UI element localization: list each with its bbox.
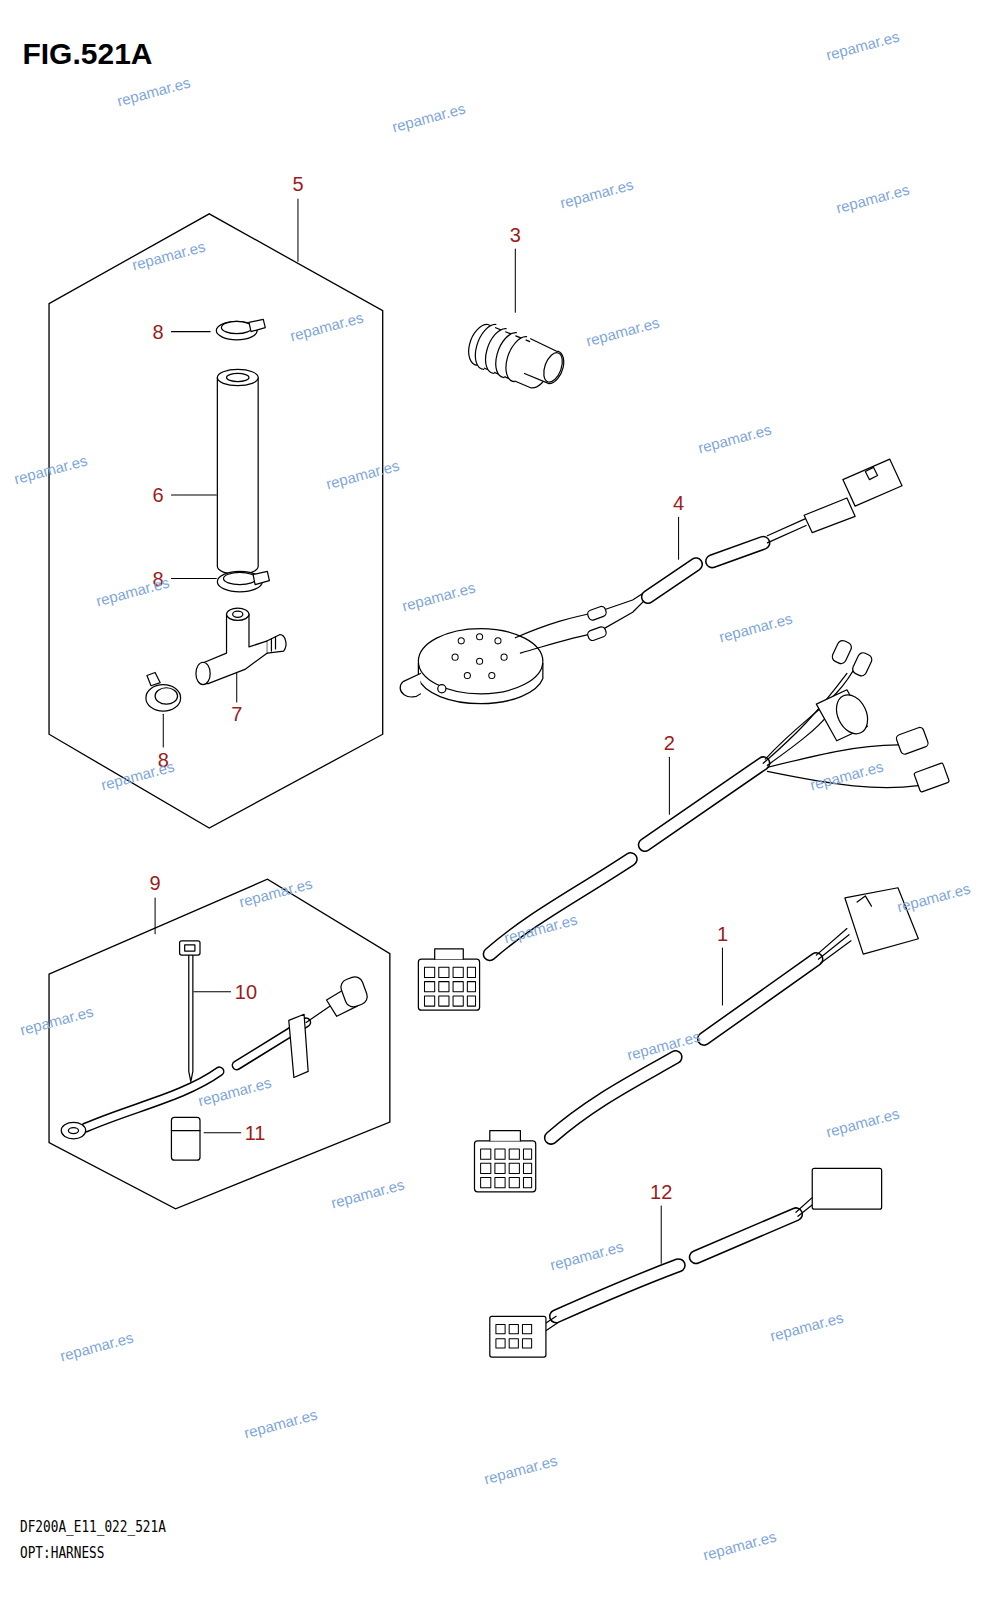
watermark: repamar.es [390,100,466,134]
callout-number: 1 [717,924,728,944]
watermark: repamar.es [895,881,971,915]
watermark: repamar.es [482,1452,558,1486]
watermark: repamar.es [824,29,900,63]
watermark: repamar.es [94,575,170,609]
watermark: repamar.es [401,580,477,614]
watermark: repamar.es [717,611,793,645]
figure-title: FIG.521A [22,39,152,69]
callout-number: 6 [153,485,164,505]
watermark: repamar.es [702,1529,778,1563]
figure-caption: DF200A_E11_022_521A [20,1520,166,1535]
watermark: repamar.es [696,422,772,456]
watermark: repamar.es [59,1330,135,1364]
callout-number: 11 [245,1123,266,1143]
watermark: repamar.es [237,876,313,910]
kit-outline: 5 [47,173,386,831]
callout-number: 8 [153,322,164,342]
kit-outline-shape [47,173,386,831]
watermark: repamar.es [329,1177,405,1211]
kit-outline-border [49,214,383,828]
watermark: repamar.es [834,182,910,216]
watermark: repamar.es [18,1003,94,1037]
watermark: repamar.es [824,1105,900,1139]
watermark: repamar.es [584,315,660,349]
watermark: repamar.es [13,452,89,486]
watermark: repamar.es [115,75,191,109]
callout-number: 2 [664,733,675,753]
callout-number: 3 [510,225,521,245]
callout-number: 12 [650,1182,672,1202]
watermark: repamar.es [549,1238,625,1272]
kit-outline-border [49,880,390,1210]
callout-number: 5 [292,174,303,194]
watermark: repamar.es [242,1407,318,1441]
watermark: repamar.es [559,177,635,211]
callout-number: 4 [673,493,684,513]
callout-number: 9 [150,873,161,893]
watermark: repamar.es [768,1310,844,1344]
kit-outline-shape [47,867,394,1212]
watermark: repamar.es [130,238,206,272]
watermark: repamar.es [288,310,364,344]
kit-outline: 9 [47,867,394,1212]
callout-number: 10 [235,982,257,1002]
callout-number: 7 [231,704,242,724]
figure-caption: OPT:HARNESS [20,1546,104,1561]
watermark: repamar.es [324,458,400,492]
